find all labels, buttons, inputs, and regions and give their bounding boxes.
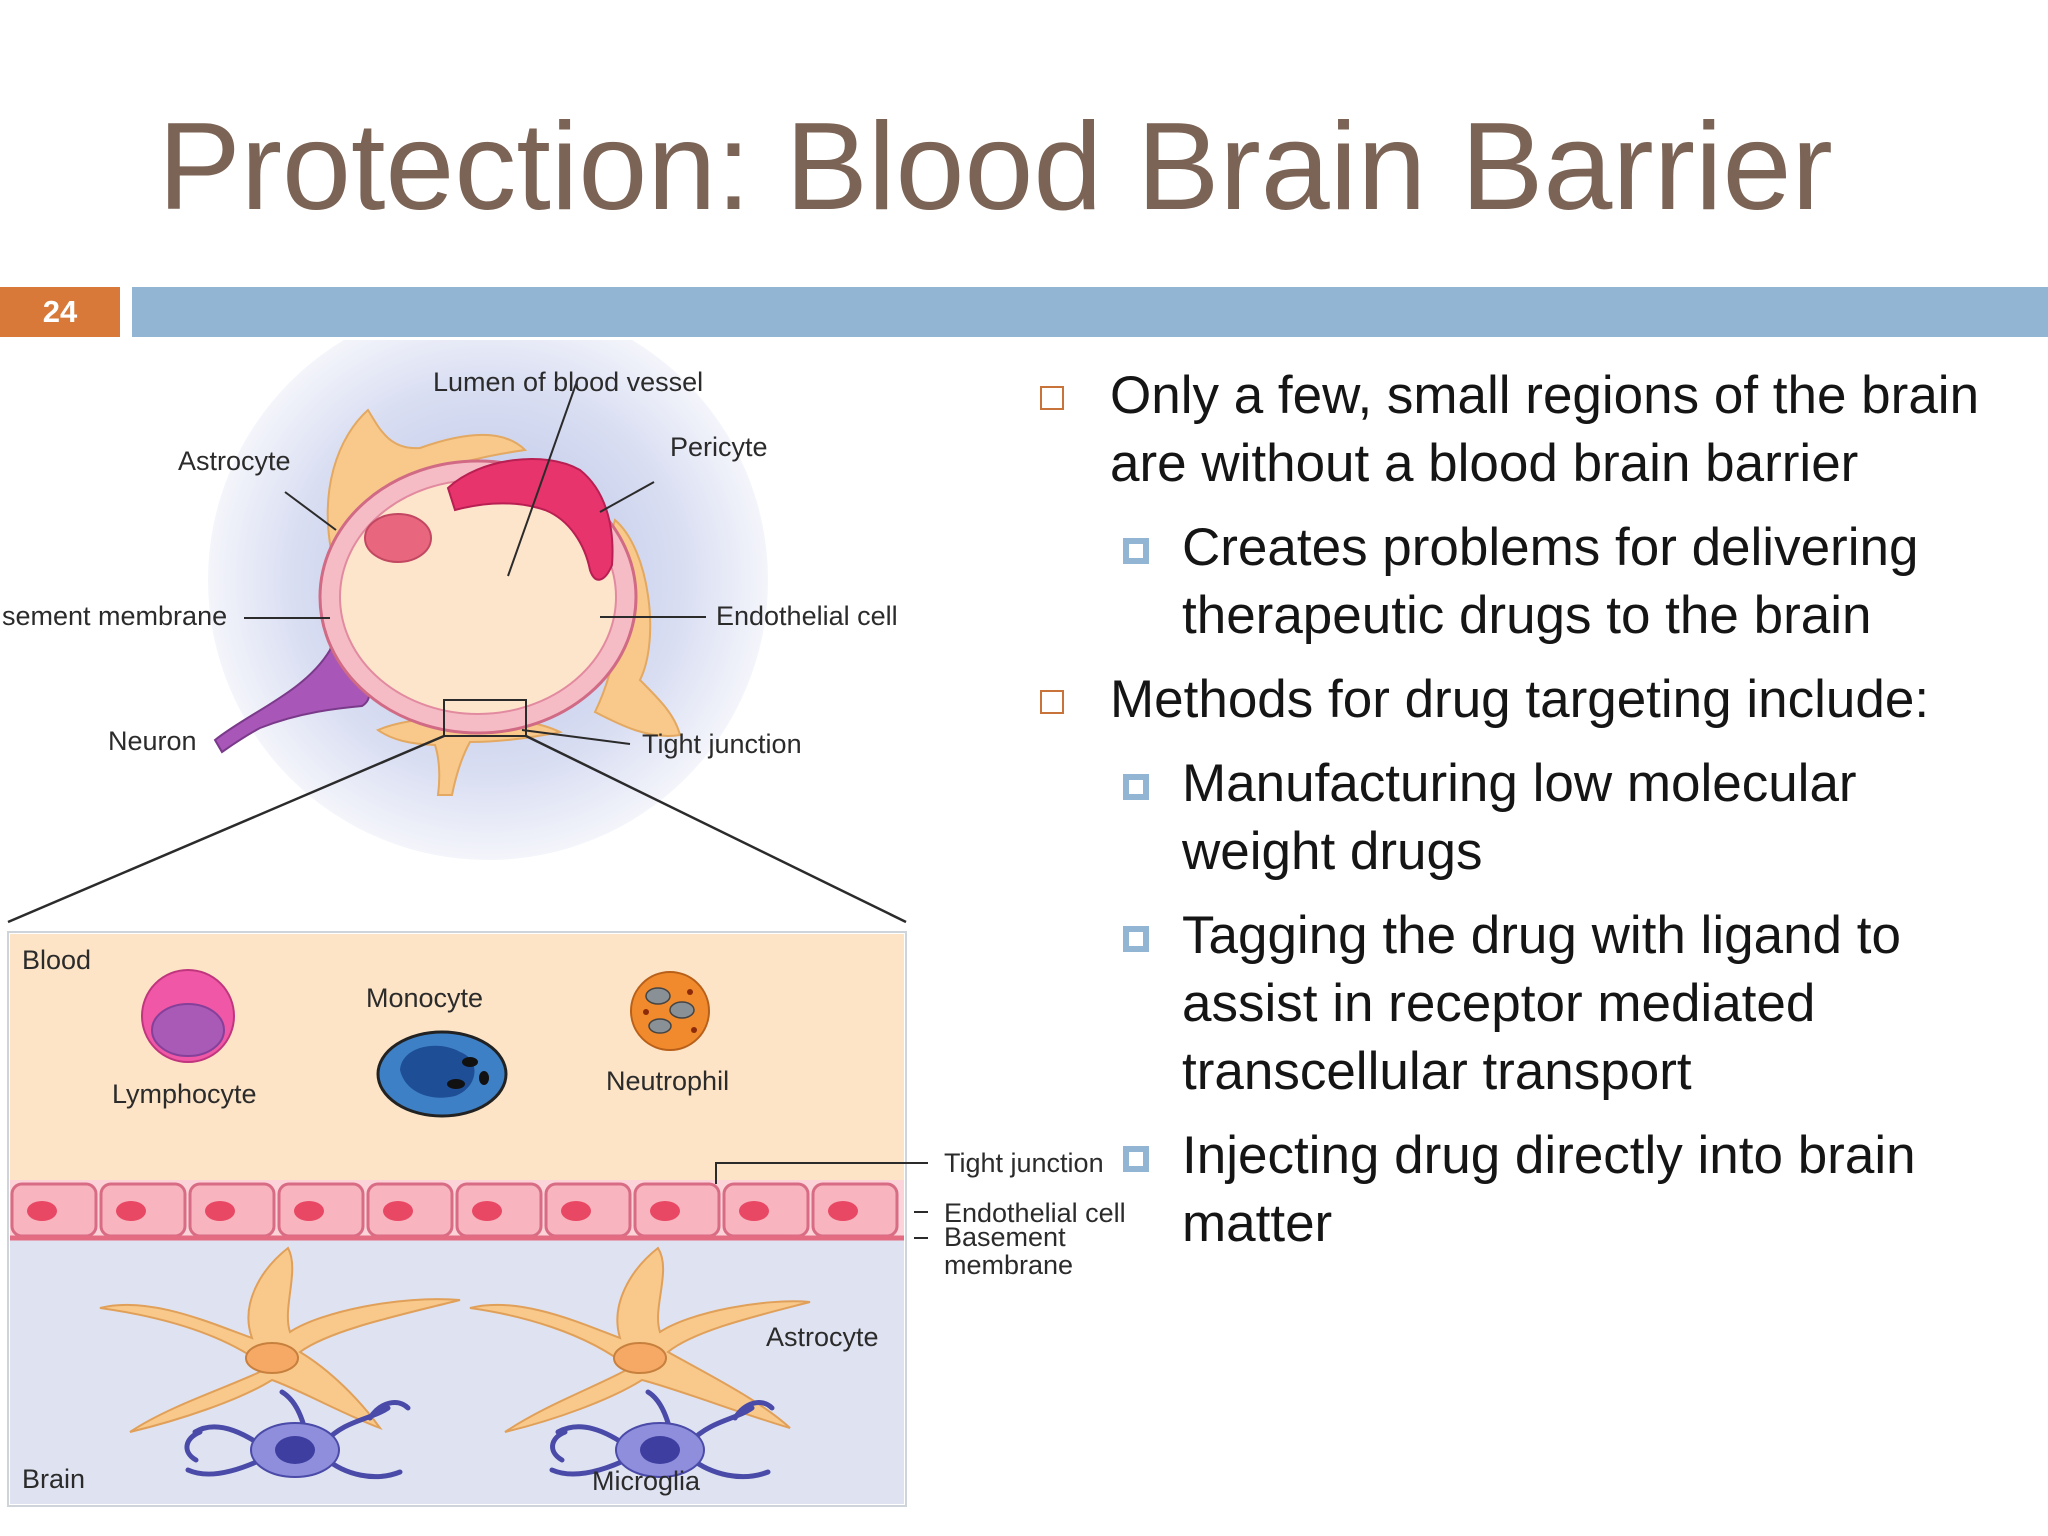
bullet-line: Creates problems for delivering: [1182, 518, 1919, 577]
sub-bullet-square-icon: [1123, 1146, 1149, 1172]
title-divider-bar: [132, 287, 2048, 337]
bullet-square-icon: [1040, 386, 1064, 410]
bullet-square-icon: [1040, 690, 1064, 714]
label-microglia: Microglia: [592, 1466, 701, 1496]
label-tight-junction-bottom: Tight junction: [944, 1148, 1104, 1178]
label-endothelial-cell-bottom: Endothelial cell: [944, 1198, 1126, 1228]
monocyte: [376, 1030, 508, 1118]
bullet-item: Only a few, small regions of the brain a…: [1030, 362, 2040, 498]
bullet-line: assist in receptor mediated: [1182, 974, 1816, 1033]
bullet-item: Creates problems for delivering therapeu…: [1030, 514, 2040, 650]
brain-region: [10, 1238, 904, 1504]
slide-title: Protection: Blood Brain Barrier: [158, 98, 1833, 236]
label-neutrophil: Neutrophil: [606, 1066, 729, 1096]
zoom-line-right: [525, 734, 907, 924]
bullet-item: Manufacturing low molecular weight drugs: [1030, 750, 2040, 886]
endothelial-nucleus: [364, 513, 432, 563]
bullet-line: weight drugs: [1182, 822, 1483, 881]
bullet-list: Only a few, small regions of the brain a…: [1030, 362, 2040, 1274]
zoom-line-left: [7, 734, 445, 924]
bullet-item: Methods for drug targeting include:: [1030, 666, 2040, 734]
barrier-detail: Blood Lymphocyte Monocyte Neutrophil Tig…: [7, 931, 1126, 1507]
side-leader-lines: [715, 1162, 928, 1239]
microglia-cells: [184, 1389, 775, 1480]
label-brain: Brain: [22, 1464, 85, 1494]
bbb-diagram: Lumen of blood vessel Astrocyte Pericyte…: [2, 340, 1126, 1507]
label-basement-membrane-bottom-2: membrane: [944, 1250, 1073, 1280]
label-basement-membrane-top: sement membrane: [2, 601, 227, 631]
bullet-line: Manufacturing low molecular: [1182, 754, 1857, 813]
label-blood: Blood: [22, 945, 91, 975]
astrocyte-nuclei: [245, 1342, 667, 1374]
bullet-item: Tagging the drug with ligand to assist i…: [1030, 902, 2040, 1106]
label-astrocyte-bottom: Astrocyte: [766, 1322, 879, 1352]
capillary-cross-section: Lumen of blood vessel Astrocyte Pericyte…: [2, 340, 907, 924]
bullet-line: therapeutic drugs to the brain: [1182, 586, 1872, 645]
label-pericyte: Pericyte: [670, 432, 768, 462]
bullet-line: are without a blood brain barrier: [1110, 434, 1859, 493]
bullet-line: Only a few, small regions of the brain: [1110, 366, 1980, 425]
label-lumen: Lumen of blood vessel: [433, 367, 703, 397]
bullet-line: Tagging the drug with ligand to: [1182, 906, 1901, 965]
label-basement-membrane-bottom-1: Basement: [944, 1222, 1066, 1252]
lymphocyte: [141, 969, 235, 1063]
label-lymphocyte: Lymphocyte: [112, 1079, 257, 1109]
bullet-line: Methods for drug targeting include:: [1110, 670, 1930, 729]
bullet-line: matter: [1182, 1194, 1333, 1253]
label-monocyte: Monocyte: [366, 983, 483, 1013]
slide-number: 24: [0, 287, 120, 337]
top-leader-lines: [244, 383, 706, 745]
pericyte: [446, 458, 614, 581]
neutrophil: [630, 971, 710, 1051]
sub-bullet-square-icon: [1123, 774, 1149, 800]
tight-junction-box: [443, 699, 527, 737]
label-neuron: Neuron: [108, 726, 197, 756]
endothelial-nuclei: [27, 1201, 858, 1221]
bullet-line: transcellular transport: [1182, 1042, 1692, 1101]
bullet-line: Injecting drug directly into brain: [1182, 1126, 1916, 1185]
label-astrocyte-top: Astrocyte: [178, 446, 291, 476]
sub-bullet-square-icon: [1123, 538, 1149, 564]
label-endothelial-cell-top: Endothelial cell: [716, 601, 898, 631]
bullet-item: Injecting drug directly into brain matte…: [1030, 1122, 2040, 1258]
sub-bullet-square-icon: [1123, 926, 1149, 952]
astrocytes-bottom: [99, 1246, 811, 1433]
label-tight-junction-top: Tight junction: [642, 729, 802, 759]
blood-brain-barrier-figure: Lumen of blood vessel Astrocyte Pericyte…: [0, 340, 1140, 1536]
